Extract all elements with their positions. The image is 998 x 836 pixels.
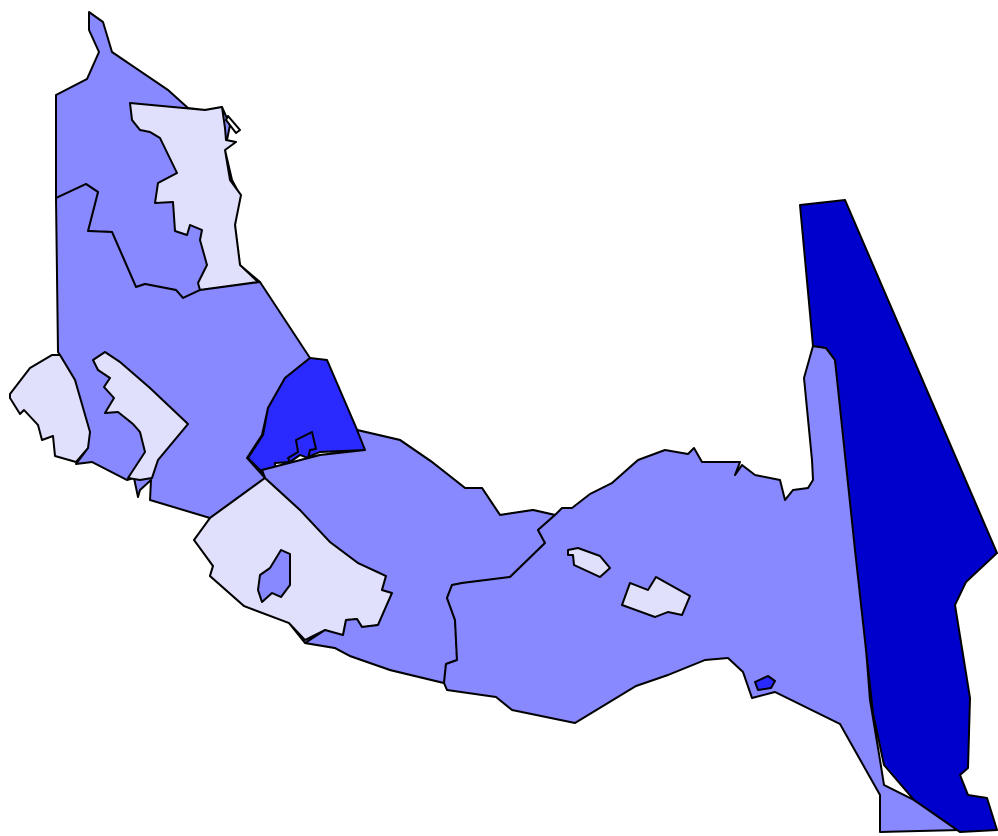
region-east-speck-b[interactable] (621, 576, 691, 618)
region-north-notch (225, 115, 241, 134)
region-south-light-hole[interactable] (257, 549, 291, 603)
region-central-strong-inlet (287, 431, 317, 463)
map-regions (9, 11, 998, 833)
region-north-enclave[interactable] (129, 102, 259, 291)
region-west-small[interactable] (9, 354, 91, 463)
region-east-dot[interactable] (754, 675, 776, 691)
region-far-east[interactable] (799, 199, 998, 833)
region-west-tract[interactable] (92, 351, 189, 481)
region-east-large[interactable] (443, 345, 961, 833)
region-east-speck-a[interactable] (567, 547, 611, 578)
